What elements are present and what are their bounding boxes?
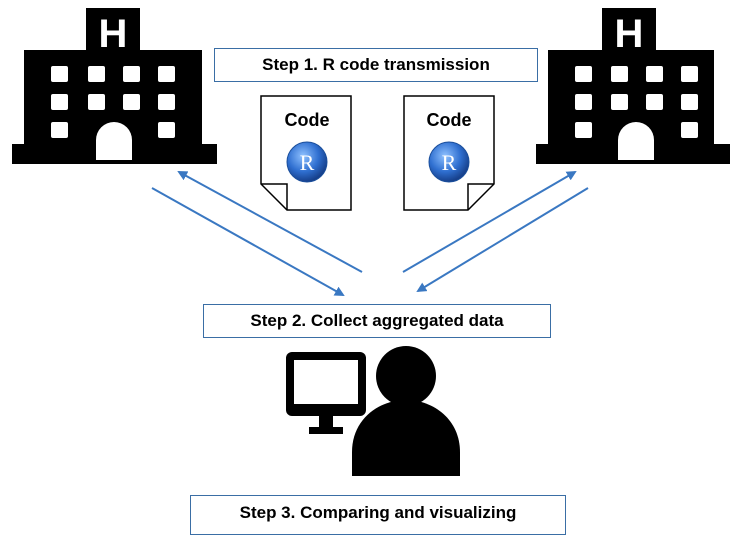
person-icon	[352, 346, 460, 476]
computer-monitor-icon	[286, 352, 366, 434]
r-logo-right-icon: R	[428, 141, 470, 183]
step-1-box: Step 1. R code transmission	[214, 48, 538, 82]
code-document-right-label: Code	[427, 110, 472, 130]
step-1-label: Step 1. R code transmission	[262, 55, 490, 74]
r-logo-left-letter: R	[300, 150, 315, 175]
step-3-box: Step 3. Comparing and visualizing	[190, 495, 566, 535]
code-document-left-icon: Code R	[260, 95, 352, 211]
hospital-right-icon: H	[536, 8, 730, 164]
arrow-left-down	[151, 187, 345, 296]
code-document-left-label: Code	[285, 110, 330, 130]
arrow-right-down	[416, 187, 589, 293]
code-document-right-icon: Code R	[403, 95, 495, 211]
r-logo-right-letter: R	[442, 150, 457, 175]
arrow-right-up	[402, 170, 577, 273]
step-2-label: Step 2. Collect aggregated data	[250, 311, 504, 330]
step-3-label: Step 3. Comparing and visualizing	[239, 503, 517, 522]
step-2-box: Step 2. Collect aggregated data	[203, 304, 551, 338]
arrow-left-up	[177, 171, 363, 273]
hospital-left-letter: H	[99, 12, 128, 56]
hospital-left-icon: H	[12, 8, 217, 164]
hospital-right-letter: H	[615, 12, 644, 56]
r-logo-left-icon: R	[286, 141, 328, 183]
